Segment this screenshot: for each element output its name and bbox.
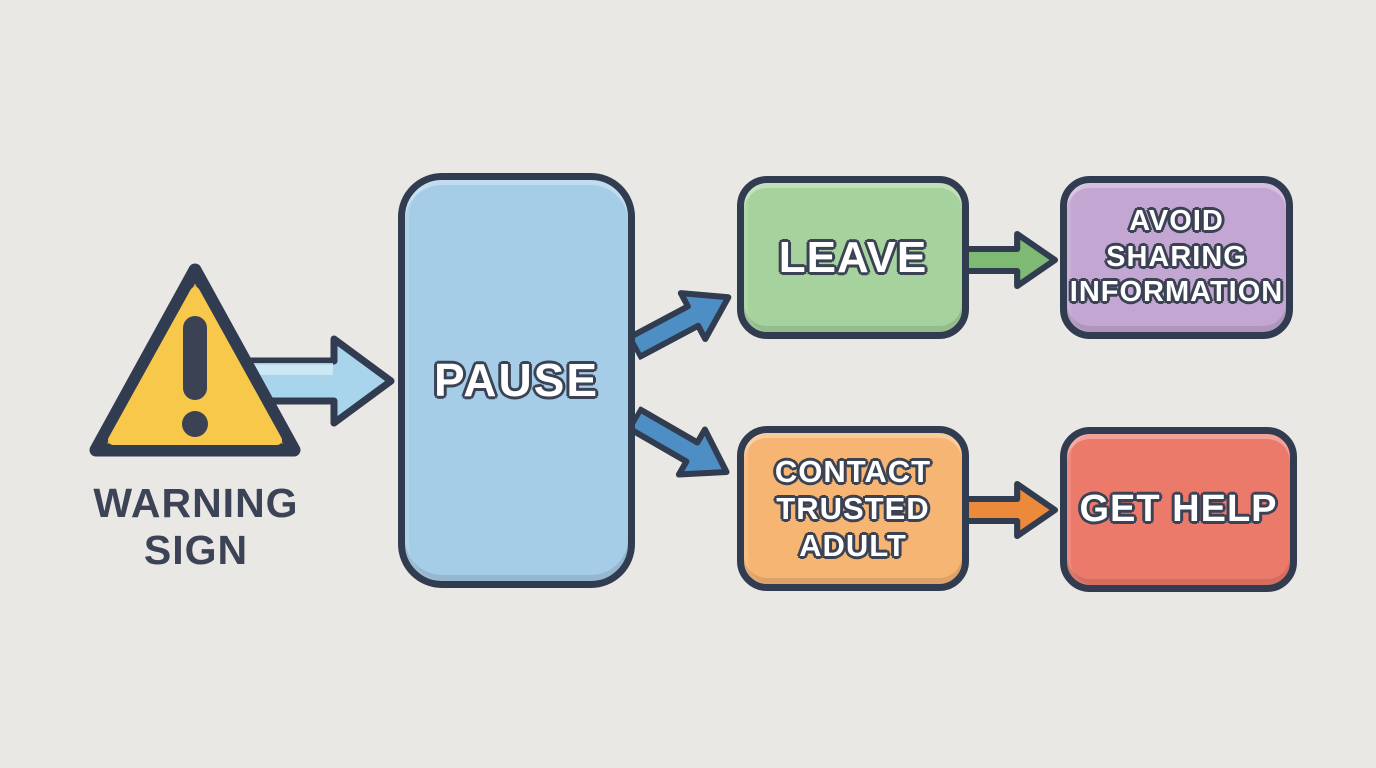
arrow-pause-to-contact-shape [626, 406, 730, 478]
arrow-pause-to-leave-shape [626, 290, 732, 360]
arrow-contact-to-get-help-icon [960, 481, 1058, 539]
node-contact-trusted-adult: CONTACT TRUSTED ADULT [737, 426, 969, 591]
node-leave-label: LEAVE [778, 232, 928, 282]
arrow-pause-to-contact-icon [626, 406, 730, 478]
node-leave: LEAVE [737, 176, 969, 339]
arrow-contact-to-get-help-shape [960, 481, 1058, 539]
node-get-help: GET HELP [1060, 427, 1297, 592]
warning-sign-label: WARNING SIGN [93, 480, 299, 573]
node-contact-label: CONTACT TRUSTED ADULT [774, 453, 932, 564]
warning-triangle-icon [89, 263, 301, 457]
arrow-highlight [236, 363, 333, 375]
node-get-help-label: GET HELP [1079, 488, 1278, 531]
node-pause: PAUSE [398, 173, 635, 588]
arrow-leave-to-avoid-shape [960, 231, 1058, 289]
node-pause-label: PAUSE [433, 354, 600, 407]
arrow-pause-to-leave-icon [626, 290, 732, 360]
node-avoid-label: AVOID SHARING INFORMATION [1069, 205, 1284, 309]
exclamation-bar [183, 316, 207, 400]
exclamation-dot [182, 411, 208, 437]
arrow-leave-to-avoid-icon [960, 231, 1058, 289]
node-avoid-sharing-information: AVOID SHARING INFORMATION [1060, 176, 1293, 339]
